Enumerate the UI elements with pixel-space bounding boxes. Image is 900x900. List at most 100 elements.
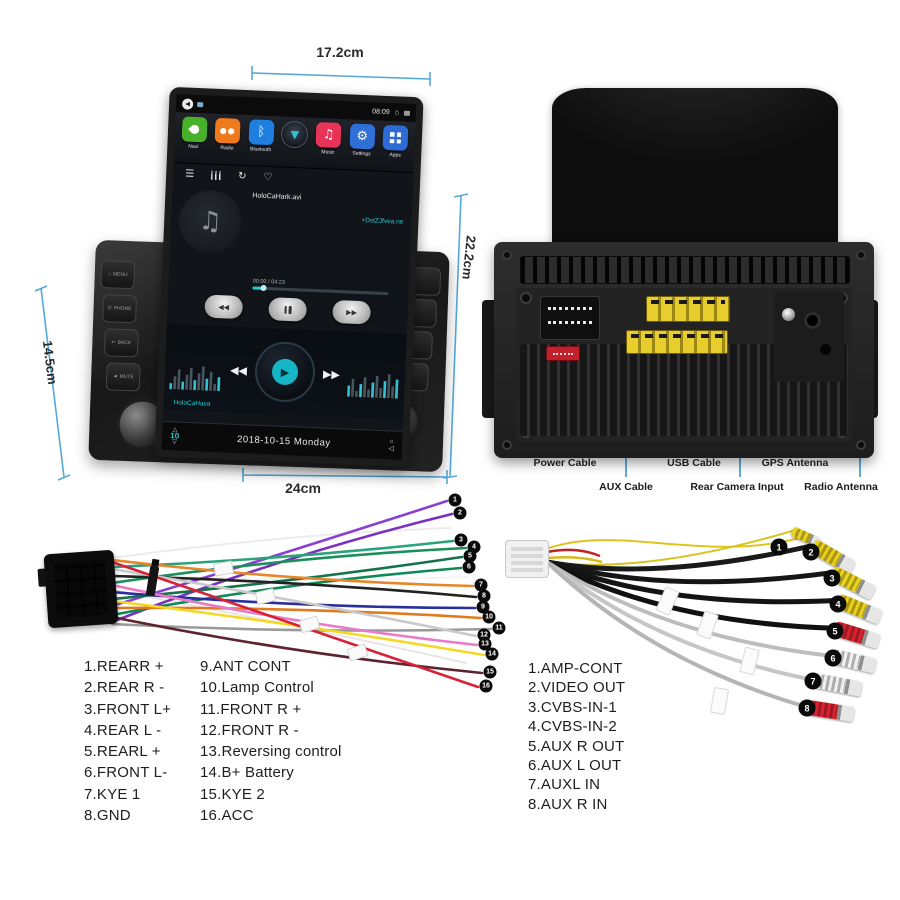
- gps-antenna-port: [782, 308, 795, 321]
- harness-wire: [110, 558, 475, 588]
- rca-legend-item: 4.CVBS-IN-2: [528, 718, 617, 736]
- wire-number-1: 1: [448, 493, 462, 507]
- rca-number-7: 7: [804, 672, 822, 690]
- repeat-icon: ↻: [237, 170, 247, 182]
- rca-cable: [544, 559, 836, 585]
- label-aux-cable: AUX Cable: [599, 481, 653, 493]
- cable-tag: [739, 646, 760, 676]
- wire-number-5: 5: [463, 549, 477, 563]
- eq-bars-right: [346, 374, 399, 399]
- phone-icon: ✆: [107, 305, 112, 312]
- wiring-legend-item: 5.REARL +: [84, 743, 161, 761]
- rca-cable: [544, 559, 838, 631]
- rca-legend-item: 3.CVBS-IN-1: [528, 698, 617, 716]
- rca-legend-item: 5.AUX R OUT: [528, 737, 625, 755]
- wire-number-15: 15: [483, 665, 497, 679]
- rca-number-8: 8: [798, 699, 816, 717]
- wire-tag: [346, 643, 369, 662]
- harness-wire: [110, 567, 478, 638]
- notification-icon: [197, 101, 204, 107]
- bluetooth-icon: ᛒ: [248, 119, 275, 146]
- screw-icon: [856, 250, 866, 260]
- settings-gear-icon: ⚙: [349, 123, 376, 150]
- home-status-icon: ⌂: [394, 108, 400, 116]
- harness-wire: [110, 583, 479, 647]
- wire-tag: [254, 588, 277, 605]
- zip-tie: [145, 565, 160, 597]
- forward-icon: ▶▶: [322, 367, 341, 381]
- track-subtitle: +DstZJfvea.ne: [361, 216, 404, 226]
- wire-number-10: 10: [482, 610, 496, 624]
- radio-antenna-port: [804, 312, 821, 329]
- wiring-legend-item: 13.Reversing control: [200, 743, 342, 761]
- wire-number-6: 6: [462, 560, 476, 574]
- preset-down-icon: ▽: [171, 439, 177, 446]
- wire-number-7: 7: [474, 578, 488, 592]
- yellow-lead: [546, 555, 603, 564]
- track-title: HoloCaHark.avi: [252, 192, 302, 202]
- harness-wire: [110, 599, 486, 657]
- app-center: ▼: [280, 120, 309, 157]
- harness-wire: [110, 574, 478, 599]
- rca-legend-item: 2.VIDEO OUT: [528, 679, 626, 697]
- rewind-icon: ◀◀: [229, 363, 248, 377]
- power-connector: [546, 346, 580, 361]
- harness-wire: [110, 499, 449, 608]
- harness-wire: [110, 546, 468, 585]
- screw-icon: [502, 440, 512, 450]
- rca-legend-item: 1.AMP-CONT: [528, 660, 623, 677]
- dimension-top: 17.2cm: [316, 44, 364, 60]
- dimension-bottom: 24cm: [285, 480, 321, 496]
- status-time: 08:09: [372, 107, 390, 116]
- center-app-icon: ▼: [280, 120, 309, 149]
- radio-icon: ●●: [214, 117, 241, 144]
- home-icon: ⌂: [107, 271, 111, 278]
- aux-camera-connector: [626, 330, 728, 354]
- screw-icon: [520, 292, 532, 304]
- harness-wire: [110, 539, 455, 569]
- wire-number-8: 8: [477, 589, 491, 603]
- wire-number-9: 9: [476, 600, 490, 614]
- tray-icon: [403, 110, 411, 116]
- wire-number-13: 13: [478, 637, 492, 651]
- wiring-legend-item: 1.REARR +: [84, 658, 164, 675]
- wire-number-2: 2: [453, 506, 467, 520]
- album-art-icon: ♫: [177, 189, 243, 254]
- rca-number-2: 2: [802, 543, 820, 561]
- wiring-legend-item: 16.ACC: [200, 807, 254, 825]
- cable-tag: [709, 686, 730, 716]
- wire-number-16: 16: [479, 679, 493, 693]
- cable-tag: [696, 610, 719, 640]
- yellow-thin-wire: [521, 537, 801, 561]
- dimension-right: 22.2cm: [459, 234, 479, 281]
- screw-icon: [502, 250, 512, 260]
- aux-hole: [820, 344, 831, 355]
- playback-controls: ◀◀ ▶▶: [167, 293, 408, 326]
- dj-disc: ▶: [253, 340, 317, 404]
- label-rear-camera: Rear Camera Input: [690, 481, 784, 493]
- menu-button: ⌂MENU: [100, 260, 136, 290]
- wiring-legend-item: 2.REAR R -: [84, 679, 165, 697]
- rca-white-connector: [505, 540, 549, 578]
- mute-button: ◄MUTE: [105, 362, 141, 392]
- harness-wire: [111, 527, 451, 559]
- screw-icon: [856, 440, 866, 450]
- wiring-legend-item: 8.GND: [84, 807, 131, 825]
- rca-number-3: 3: [823, 569, 841, 587]
- rca-number-1: 1: [770, 538, 788, 556]
- navi-icon: [181, 116, 208, 143]
- visualizer-panel: ◀◀ ▶ ▶▶ HoloCaHava: [163, 323, 407, 420]
- date-bar: △ 10 ▽ 2018-10-15 Monday ○ ◁: [161, 420, 403, 460]
- music-icon: ♫: [315, 122, 342, 149]
- label-usb-cable: USB Cable: [667, 457, 721, 469]
- app-settings: ⚙ Settings: [347, 123, 376, 157]
- wire-number-11: 11: [492, 621, 506, 635]
- label-gps-antenna: GPS Antenna: [761, 457, 829, 469]
- back-arrow-icon: ↩: [111, 339, 116, 346]
- app-apps: Apps: [381, 124, 410, 159]
- main-pin-connector: [540, 296, 600, 340]
- usb-connector: [646, 296, 730, 322]
- left-triangle-icon: ◁: [388, 445, 395, 453]
